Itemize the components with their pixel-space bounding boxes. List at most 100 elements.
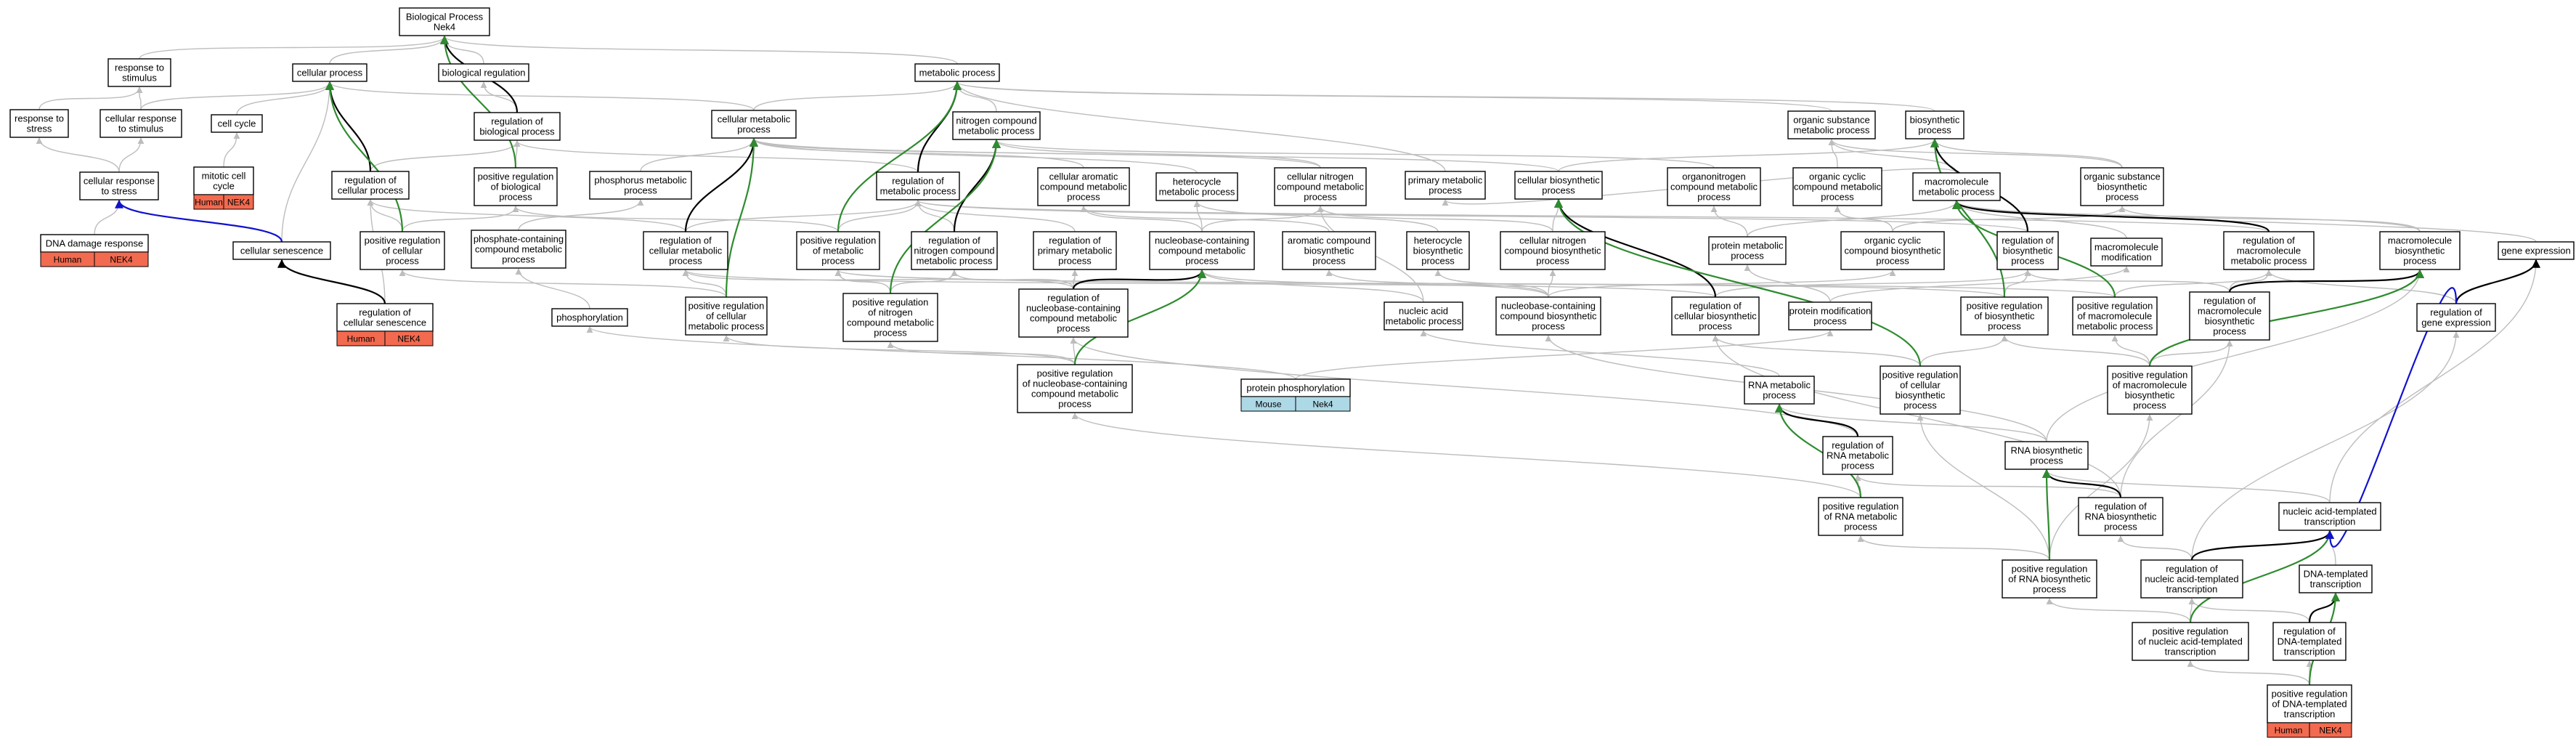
is-a-edge bbox=[2049, 414, 2153, 561]
go-term-node-phos[interactable]: phosphorylation bbox=[551, 308, 628, 327]
is-a-edge bbox=[1071, 413, 1861, 498]
is-a-edge bbox=[1857, 535, 2050, 561]
node-label-line: compound biosynthetic bbox=[1505, 246, 1601, 256]
gene-cell bbox=[384, 331, 434, 346]
is-a-edge bbox=[993, 139, 1715, 169]
go-term-node-cp[interactable]: cellular process bbox=[292, 63, 367, 82]
node-label-line: protein metabolic bbox=[1712, 240, 1784, 251]
go-term-node-gexp[interactable]: gene expression bbox=[2498, 241, 2575, 260]
go-term-node-breg[interactable]: biological regulation bbox=[438, 63, 529, 82]
go-term-node-mp[interactable]: metabolic process bbox=[914, 63, 1000, 82]
node-label-line: regulation of bbox=[1049, 235, 1101, 246]
go-term-node-rnbcmp[interactable]: regulation ofnucleobase-containingcompou… bbox=[1018, 288, 1129, 338]
go-term-node-csen[interactable]: cellular senescence bbox=[232, 241, 331, 260]
is-a-edge bbox=[1548, 269, 1896, 298]
node-label-line: positive regulation bbox=[1882, 370, 1959, 381]
node-label-line: of cellular bbox=[706, 311, 747, 322]
is-a-edge bbox=[750, 138, 1198, 174]
go-term-node-ccyc[interactable]: cell cycle bbox=[211, 114, 263, 133]
is-a-edge bbox=[1420, 330, 1780, 377]
node-box bbox=[1500, 231, 1606, 270]
node-box bbox=[1671, 296, 1760, 336]
regulates-edge bbox=[2190, 530, 2334, 561]
is-a-edge bbox=[370, 140, 521, 172]
node-box bbox=[193, 166, 254, 195]
node-label-line: aromatic compound bbox=[1288, 235, 1370, 246]
node-label-line: process bbox=[1903, 400, 1937, 411]
is-a-edge bbox=[834, 269, 2116, 298]
is-a-edge bbox=[139, 36, 448, 60]
node-label-line: positive regulation bbox=[2272, 689, 2348, 700]
go-term-node-rmmbp[interactable]: regulation ofmacromoleculebiosyntheticpr… bbox=[2189, 291, 2270, 341]
